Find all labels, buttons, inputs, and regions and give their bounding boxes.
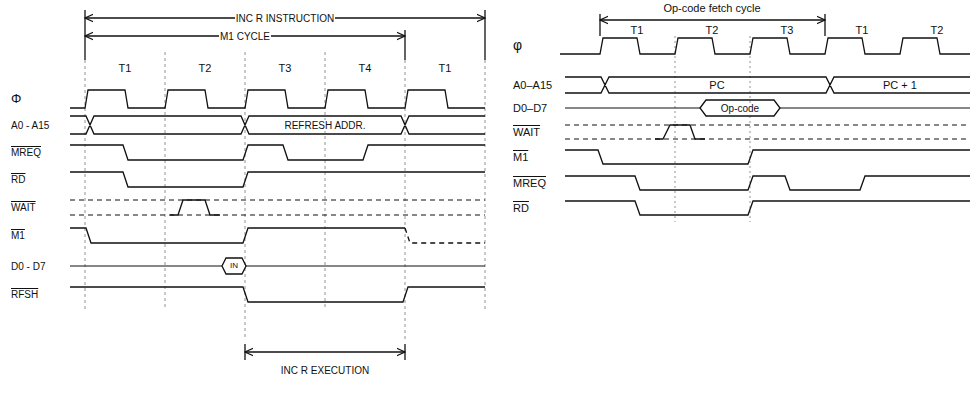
signal-name: WAIT (512, 126, 541, 138)
signal-name: Φ (10, 92, 22, 106)
bracket-label: INC R INSTRUCTION (235, 13, 335, 24)
state-label: T3 (278, 62, 293, 74)
bracket-label: M1 CYCLE (219, 31, 271, 42)
state-label: T2 (930, 24, 945, 36)
signal-name: M1 (512, 151, 529, 163)
bus-value: PC (708, 79, 725, 91)
signal-name: A0 - A15 (10, 120, 50, 131)
bracket-label: INC R EXECUTION (280, 365, 370, 376)
signal-name: WAIT (10, 202, 37, 213)
bus-value: IN (229, 262, 239, 271)
bus-value: PC + 1 (882, 79, 918, 91)
left-waveforms (70, 90, 485, 302)
bracket-label: Op-code fetch cycle (662, 2, 761, 14)
bus-value: Op-code (720, 103, 760, 114)
state-label: T2 (198, 62, 213, 74)
signal-name: D0–D7 (512, 102, 548, 114)
state-label: T1 (855, 24, 870, 36)
left-brackets (85, 10, 485, 360)
left-t-dividers (85, 52, 485, 340)
state-label: T3 (780, 24, 795, 36)
state-label: T1 (630, 24, 645, 36)
state-label: T1 (438, 62, 453, 74)
signal-name: MREQ (10, 147, 42, 158)
bus-value: REFRESH ADDR. (283, 120, 366, 131)
state-label: T1 (118, 62, 133, 74)
signal-name: RD (10, 174, 26, 185)
state-label: T2 (705, 24, 720, 36)
right-brackets (600, 14, 825, 36)
signal-name: M1 (10, 230, 26, 241)
right-waveforms (560, 38, 970, 215)
signal-name: RFSH (10, 289, 39, 300)
signal-name: D0 - D7 (10, 261, 46, 272)
state-label: T4 (358, 62, 373, 74)
signal-name: RD (512, 202, 530, 214)
signal-name: φ (512, 38, 523, 53)
signal-name: A0–A15 (512, 79, 553, 91)
right-t-dividers (675, 36, 750, 222)
signal-name: MREQ (512, 177, 547, 189)
